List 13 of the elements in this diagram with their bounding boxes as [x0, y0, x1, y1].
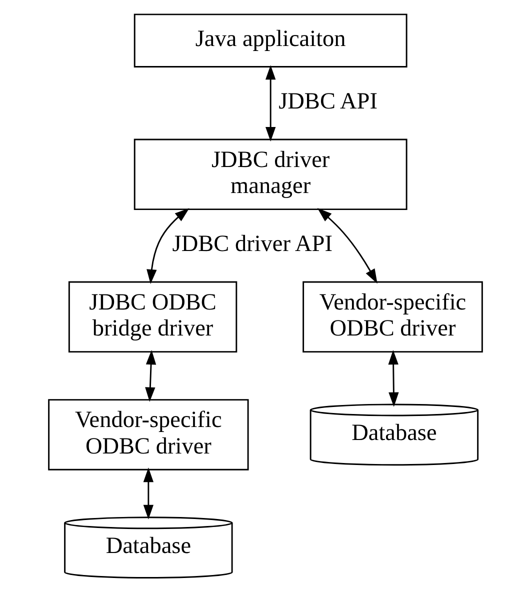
node-box: Vendor-specific ODBC driver: [302, 281, 482, 353]
arrow: [146, 208, 189, 284]
node-box: JDBC driver manager: [133, 138, 407, 210]
arrow: [388, 350, 398, 407]
arrow: [265, 65, 276, 142]
edge-label: JDBC API: [278, 88, 377, 115]
arrow: [144, 350, 156, 402]
edge-label: JDBC driver API: [172, 231, 332, 258]
arrow: [316, 208, 377, 284]
node-box: JDBC ODBC bridge driver: [68, 281, 237, 353]
arrow: [142, 468, 154, 520]
node-box: Java applicaiton: [133, 14, 407, 68]
node-box: Vendor-specific ODBC driver: [48, 399, 248, 470]
